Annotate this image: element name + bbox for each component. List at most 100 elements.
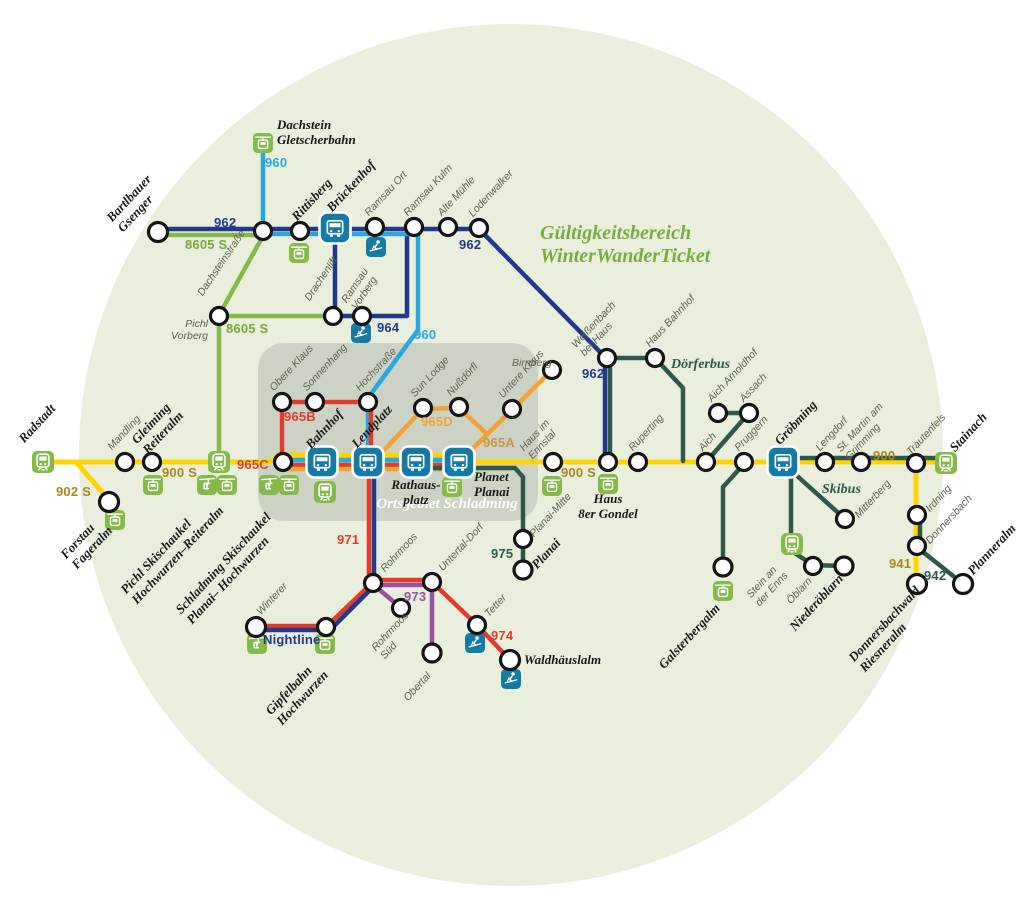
gondola-icon-11 <box>542 476 562 496</box>
label-alte-m-hle: Alte Mühle <box>435 174 478 219</box>
label-bartlbauer-gsenger: Bartlbauer Gsenger <box>103 171 156 235</box>
gondola-icon-15 <box>315 634 335 654</box>
station-untertal-dorf <box>421 571 443 593</box>
route-label-960: 960 <box>414 327 437 342</box>
line-doerferbus-aich <box>704 411 751 464</box>
hub-bahnhof <box>305 445 339 479</box>
gondola-icon-10 <box>442 477 462 497</box>
route-label-900-s: 900 S <box>561 465 596 480</box>
line-960-down <box>365 231 421 463</box>
label-irdning: Irdning <box>923 482 954 515</box>
label-nu-d-rfl: Nußdörfl <box>444 360 481 399</box>
city-area-label: Ortsgebiet Schladming <box>376 496 518 512</box>
label-wei-enbach-bei-haus: Weißenbach bei Haus <box>569 299 619 359</box>
label-pichl-vorberg: Pichl Vorberg <box>171 318 208 342</box>
station-haus-8er-gondel <box>597 451 619 473</box>
route-label-965d: 965D <box>421 414 453 429</box>
bus-hub-icon <box>305 445 339 479</box>
station-gleiming-reiteralm <box>141 451 163 473</box>
label-schladming-skischaukel-planai-hochwurzen: Schladming Skischaukel Planai– Hochwurze… <box>172 509 274 627</box>
route-label-skibus: Skibus <box>822 482 861 497</box>
hub-rathausplatz <box>399 445 433 479</box>
label-ramsau-kulm: Ramsau Kulm <box>401 162 456 219</box>
bus-hub-icon <box>766 445 800 479</box>
label-gr-bming: Gröbming <box>771 397 820 448</box>
label-bahnhof: Bahnhof <box>302 406 346 452</box>
gondola-icon-13 <box>713 581 733 601</box>
route-label-900: 900 <box>873 448 896 463</box>
validity-legend: Gültigkeitsbereich WinterWanderTicket <box>540 222 711 267</box>
station-alte-muehle <box>437 216 459 238</box>
station-hochstrasse <box>357 391 379 413</box>
label-rohrmoos-s-d: Rohrmoos Süd <box>369 609 412 662</box>
label-sun-lodge: Sun Lodge <box>408 354 452 400</box>
label-pruggern: Pruggern <box>732 413 771 454</box>
label-galsterbergalm: Galsterbergalm <box>655 600 723 672</box>
station-obere-klaus <box>271 391 293 413</box>
station-planai <box>512 559 534 581</box>
label-winterer: Winterer <box>254 580 291 618</box>
station-mitterberg <box>834 508 856 530</box>
gondola-icon-4 <box>143 475 163 495</box>
label-lodenwalker: Lodenwalker <box>466 167 516 220</box>
station-donnersbachwald-riesneralm <box>905 572 929 596</box>
station-drachenlift <box>322 305 344 327</box>
station-forstau-fageralm <box>97 490 121 514</box>
station-niederoeblarn <box>833 555 855 577</box>
label-ramsau-ort: Ramsau Ort <box>362 168 410 219</box>
route-label-962: 962 <box>459 237 482 252</box>
hub-groebming <box>766 445 800 479</box>
route-label-8605-s: 8605 S <box>226 321 269 336</box>
hub-lendplatz <box>351 445 385 479</box>
label-mitterberg: Mitterberg <box>852 477 894 521</box>
route-label-964: 964 <box>377 320 400 335</box>
station-ramsau-kulm <box>403 216 425 238</box>
station-ramsau-ort <box>364 216 386 238</box>
hub-planet-planai <box>442 445 476 479</box>
station-ramsau-vorberg <box>351 305 373 327</box>
station-planai-mitte <box>512 528 534 550</box>
route-label-971: 971 <box>337 532 360 547</box>
gondola-icon-8 <box>279 475 299 495</box>
label-st-martin-am-grimming: St. Martin am Grimming <box>834 400 886 463</box>
station-sun-lodge <box>412 397 434 419</box>
bus-hub-icon <box>351 445 385 479</box>
label-rittisberg: Rittisberg <box>288 175 335 224</box>
label-aich: Aich <box>696 430 719 454</box>
label-untere-klaus: Untere Klaus <box>496 347 547 401</box>
label-lengdorf: Lengdorf <box>813 415 851 454</box>
train-icon-19 <box>208 451 230 473</box>
station-ruperting <box>627 451 649 473</box>
label-pichl-skischaukel-hochwurzen-reiteralm: Pichl Skischaukel Hochwurzen–Reiteralm <box>117 502 227 607</box>
label-nieder-blarn: Niederöblarn <box>786 571 847 634</box>
label-ramsau-vorberg: Ramsau Vorberg <box>339 266 380 312</box>
station-untere-klaus <box>501 398 523 420</box>
label-haus-8er-gondel: Haus 8er Gondel <box>578 491 638 521</box>
hub-brueckenhof <box>318 211 352 245</box>
station-tetter <box>466 614 488 636</box>
station-nussdoerfl <box>448 396 470 418</box>
station-pichl-vorberg <box>208 305 230 327</box>
label-planneralm: Planneralm <box>964 520 1019 578</box>
station-aich-arnoldhof <box>707 402 729 424</box>
label-radstadt: Radstadt <box>15 400 59 446</box>
label-untertal-dorf: Untertal-Dorf <box>436 521 487 574</box>
route-label-965c: 965C <box>237 457 269 472</box>
station-trautenfels <box>905 452 927 474</box>
station-pruggern <box>733 451 755 473</box>
route-label-965a: 965A <box>483 435 515 450</box>
label-br-ckenhof: Brückenhof <box>323 157 379 215</box>
station-weissenbach-bei-haus <box>596 347 618 369</box>
station-donnersbach <box>906 535 928 557</box>
station-schladming-965c <box>272 451 294 473</box>
label-donnersbach: Donnersbach <box>923 492 975 547</box>
station-assach <box>738 402 760 424</box>
label-obere-klaus: Obere Klaus <box>267 342 316 394</box>
route-label-973: 973 <box>404 589 427 604</box>
label-aich-arnoldhof: Aich Arnoldhof <box>705 346 761 405</box>
label-forstau-fageralm: Forstau Fageralm <box>57 520 115 572</box>
label-waldh-uslalm: Waldhäuslalm <box>524 652 602 667</box>
ski-icon-16 <box>465 633 485 653</box>
route-label-941: 941 <box>889 556 912 571</box>
